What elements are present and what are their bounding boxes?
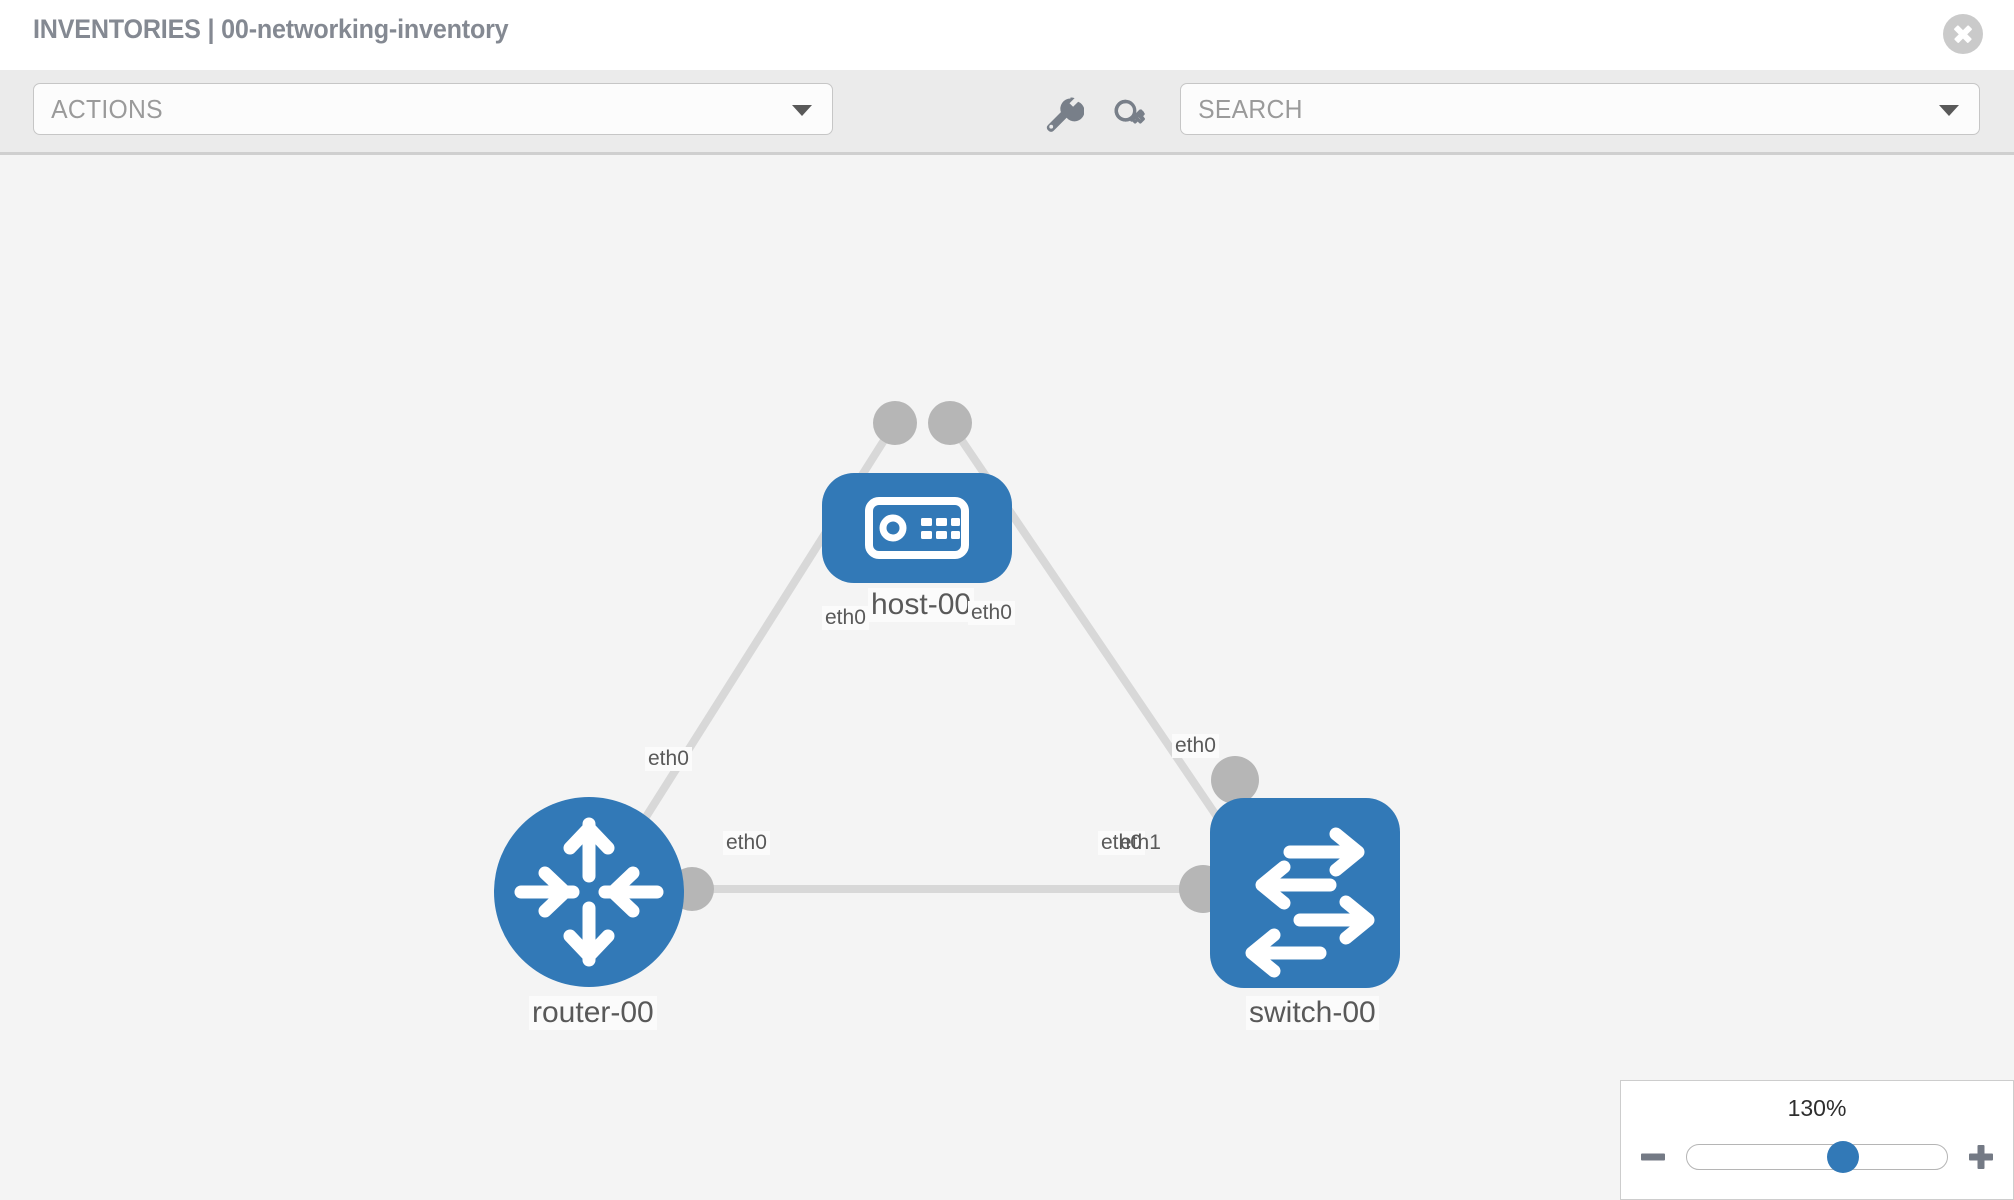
actions-dropdown[interactable]: ACTIONS <box>33 83 833 135</box>
toolbar: ACTIONS SEARCH <box>0 70 2014 155</box>
node-label-switch-00: switch-00 <box>1246 996 1379 1030</box>
wrench-icon[interactable] <box>1040 92 1085 136</box>
chevron-down-icon <box>1939 105 1959 116</box>
topology-graph <box>494 401 1400 988</box>
page-header: INVENTORIES | 00-networking-inventory <box>0 0 2014 70</box>
node-host-00 <box>822 473 1012 583</box>
zoom-slider[interactable] <box>1686 1141 1948 1173</box>
node-router-00-shape <box>494 797 684 987</box>
connector-switch-eth0 <box>1211 756 1259 804</box>
interface-label-switch-eth0-uplink: eth0 <box>1172 734 1219 759</box>
key-icon[interactable] <box>1108 92 1152 136</box>
connector-host-eth0-right <box>928 401 972 445</box>
connector-host-eth0-left <box>873 401 917 445</box>
zoom-control-panel: 130% <box>1620 1080 2014 1200</box>
zoom-in-button[interactable] <box>1966 1142 1996 1172</box>
close-icon[interactable] <box>1943 14 1983 54</box>
interface-label-switch-eth1: eth1 <box>1120 831 1161 854</box>
interface-label-router-eth0-trunk: eth0 <box>723 831 770 856</box>
node-label-router-00: router-00 <box>529 996 657 1030</box>
interface-label-router-eth0-uplink: eth0 <box>645 747 692 772</box>
node-switch-00 <box>1210 798 1400 988</box>
actions-dropdown-label: ACTIONS <box>51 93 163 124</box>
topology-canvas[interactable]: host-00 eth0 eth0 router-00 eth0 eth0 sw… <box>0 158 2014 1200</box>
zoom-out-button[interactable] <box>1638 1142 1668 1172</box>
page-title: INVENTORIES | 00-networking-inventory <box>33 14 509 44</box>
search-placeholder: SEARCH <box>1198 93 1303 124</box>
interface-label-switch-eth0-overlap: eth0 <box>1098 831 1145 856</box>
interface-label-host-eth0-left: eth0 <box>822 606 869 631</box>
server-icon <box>865 497 969 559</box>
zoom-slider-handle[interactable] <box>1827 1141 1859 1173</box>
node-label-host-00: host-00 <box>868 588 975 622</box>
switch-arrows-icon <box>1245 827 1375 978</box>
chevron-down-icon <box>792 105 812 116</box>
interface-label-host-eth0-right: eth0 <box>968 601 1015 626</box>
node-router-00 <box>494 797 684 987</box>
zoom-percent-label: 130% <box>1787 1095 1847 1121</box>
node-host-00-shape <box>822 473 1012 583</box>
search-input[interactable]: SEARCH <box>1180 83 1980 135</box>
router-arrows-icon <box>514 817 664 967</box>
